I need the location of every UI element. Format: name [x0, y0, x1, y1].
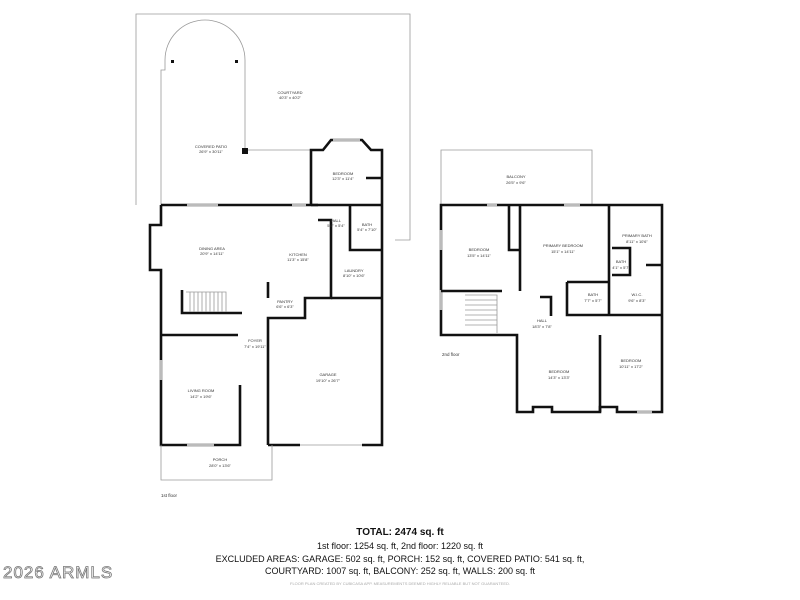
wall: [266, 218, 333, 445]
balcony-dims: 26'5" x 9'6": [506, 180, 526, 185]
covered-patio-label: COVERED PATIO: [195, 144, 227, 149]
garage-dims: 19'10" x 26'7": [316, 378, 341, 383]
floor-label: 1st floor: [161, 493, 178, 498]
bath-dims: 4'1" x 5'7": [612, 265, 630, 270]
hall-label: HALL: [537, 318, 548, 323]
laundry-dims: 8'10" x 10'6": [343, 273, 366, 278]
covered-patio-outline: [160, 19, 315, 205]
dining-label: DINING AREA: [199, 246, 225, 251]
primary-bath-dims: 8'11" x 10'6": [626, 239, 648, 244]
courtyard-label: COURTYARD: [278, 90, 303, 95]
wall: [161, 290, 242, 337]
bath-label: BATH: [588, 292, 598, 297]
hall-dims: 18'3" x 7'8": [532, 324, 552, 329]
bedroom-dims: 10'11" x 17'2": [619, 364, 643, 369]
primary-bath-label: PRIMARY BATH: [622, 233, 652, 238]
bedroom-label: BEDROOM: [621, 358, 642, 363]
garage-label: GARAGE: [319, 372, 336, 377]
first-floor-plan: COURTYARD 40'3" x 40'2" COVERED PATIO 26…: [135, 13, 411, 498]
bedroom-dims: 12'3" x 11'4": [332, 176, 354, 181]
courtyard-outline: [135, 13, 411, 241]
watermark: 2026 ARMLS: [3, 563, 114, 583]
bath-dims: 5'4" x 7'10": [357, 227, 377, 232]
wall: [148, 205, 242, 447]
wall: [540, 280, 610, 412]
post: [242, 148, 248, 154]
porch-dims: 28'0" x 13'6": [209, 463, 232, 468]
bath-dims: 7'7" x 5'7": [584, 298, 602, 303]
dining-dims: 20'9" x 14'11": [200, 251, 224, 256]
second-floor-plan: BALCONY 26'5" x 9'6" BEDROOM 13'5" x 14'…: [439, 149, 664, 414]
wall: [441, 205, 522, 293]
primary-bedroom-label: PRIMARY BEDROOM: [543, 243, 583, 248]
courtyard-dims: 40'3" x 40'2": [279, 95, 302, 100]
bedroom-label: BEDROOM: [549, 369, 570, 374]
foyer-dims: 7'4" x 19'11": [244, 344, 266, 349]
bath-label: BATH: [362, 222, 372, 227]
post: [235, 60, 238, 63]
disclaimer: FLOOR PLAN CREATED BY CUBICASA APP. MEAS…: [290, 581, 510, 586]
hall-dims: 5'6" x 5'4": [327, 223, 345, 228]
living-room-label: LIVING ROOM: [188, 388, 215, 393]
porch-label: PORCH: [213, 457, 228, 462]
post: [171, 60, 174, 63]
laundry-label: LAUNDRY: [344, 268, 363, 273]
pantry-dims: 6'6" x 6'3": [276, 304, 294, 309]
floor-label: 2nd floor: [442, 352, 460, 357]
foyer-label: FOYER: [248, 338, 262, 343]
kitchen-label: KITCHEN: [289, 252, 307, 257]
wic-label: W.I.C.: [632, 292, 643, 297]
porch-outline: [160, 445, 273, 481]
hall-label: HALL: [331, 218, 342, 223]
wall: [311, 176, 382, 252]
total-area: TOTAL: 2474 sq. ft: [356, 527, 444, 538]
stairs: [465, 294, 498, 333]
bedroom-dims: 13'5" x 14'11": [467, 253, 491, 258]
floor-areas: 1st floor: 1254 sq. ft, 2nd floor: 1220 …: [316, 541, 484, 551]
excluded-areas-cont: COURTYARD: 1007 sq. ft, BALCONY: 252 sq.…: [265, 566, 535, 576]
kitchen-dims: 11'3" x 15'8": [287, 257, 309, 262]
window: [439, 203, 652, 414]
bath-label: BATH: [616, 259, 626, 264]
stairs: [186, 291, 227, 312]
wall: [565, 205, 662, 317]
living-room-dims: 14'2" x 19'6": [190, 394, 213, 399]
window: [159, 360, 214, 447]
bedroom-label: BEDROOM: [333, 171, 354, 176]
bedroom-dims: 14'3" x 13'3": [548, 375, 571, 380]
bedroom-label: BEDROOM: [469, 247, 490, 252]
balcony-outline: [440, 149, 593, 205]
primary-bedroom-dims: 15'1" x 14'11": [551, 249, 575, 254]
balcony-label: BALCONY: [506, 174, 525, 179]
wall: [266, 282, 382, 300]
pantry-label: PANTRY: [277, 299, 293, 304]
wic-dims: 9'6" x 8'3": [628, 298, 646, 303]
covered-patio-dims: 26'9" x 30'11": [199, 149, 223, 154]
excluded-areas: EXCLUDED AREAS: GARAGE: 502 sq. ft, PORC…: [215, 554, 585, 564]
wall: [268, 245, 384, 447]
